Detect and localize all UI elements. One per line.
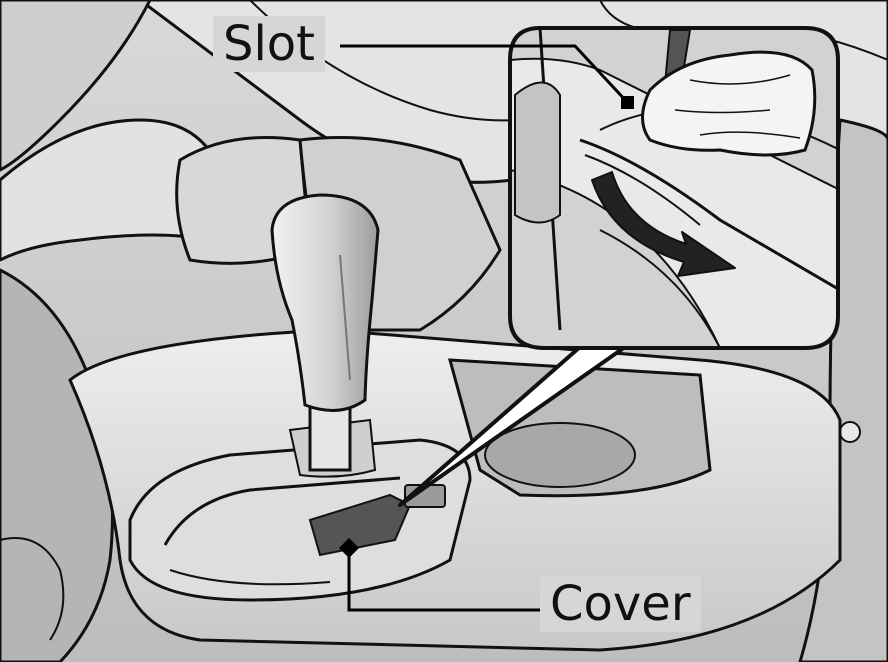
slot-marker — [621, 96, 634, 109]
cover-leader-line — [347, 548, 540, 612]
seat-left — [0, 0, 152, 172]
curved-arrow-down-right-icon — [591, 171, 736, 277]
slot-cover — [308, 493, 412, 557]
shift-knob — [270, 193, 380, 412]
slot-leader-line — [340, 44, 630, 105]
slot-label: Slot — [213, 16, 325, 72]
cloth-wrapped-tool — [641, 50, 817, 157]
detail-inset — [508, 26, 840, 350]
cover-label: Cover — [540, 576, 701, 632]
cover-marker — [339, 538, 359, 558]
